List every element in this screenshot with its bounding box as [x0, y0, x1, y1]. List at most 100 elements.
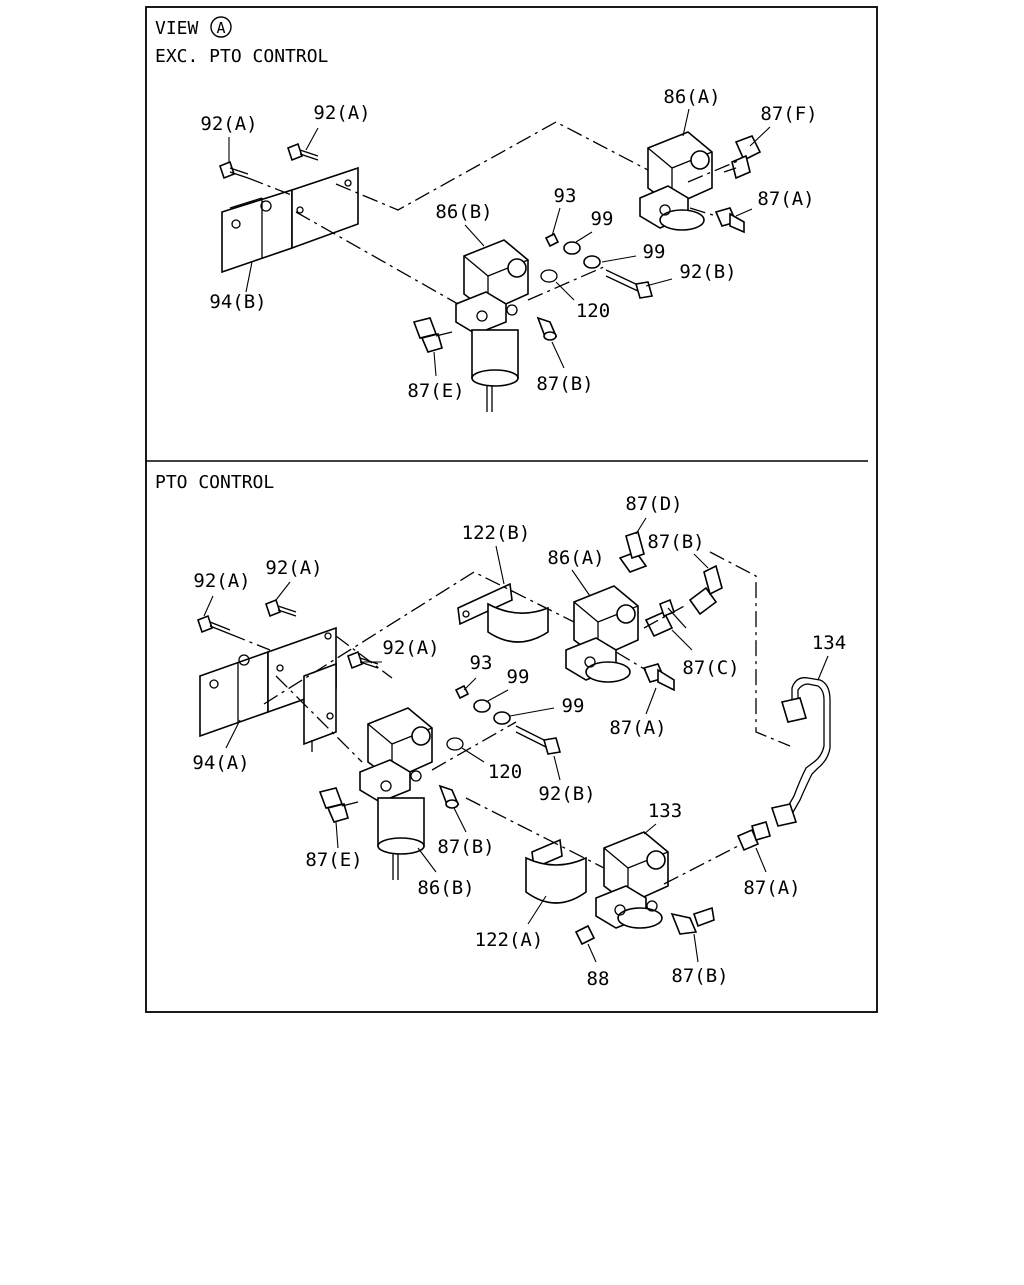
callout-label: 87(B) — [536, 373, 593, 395]
callout-label: 86(A) — [663, 86, 720, 108]
assembly-line-bottom-h — [615, 651, 647, 671]
callout-label: 86(B) — [435, 201, 492, 223]
fitting-87b-bottom-top — [688, 564, 723, 616]
callout-label: 86(B) — [417, 877, 474, 899]
plug-88 — [574, 924, 596, 946]
callout-label: 94(B) — [209, 291, 266, 313]
callout-label: 87(B) — [671, 965, 728, 987]
assembly-line-top-d — [527, 265, 607, 301]
callout-label: 86(A) — [547, 547, 604, 569]
fitting-87a-low — [736, 821, 771, 852]
bottom-labels: 87(D) 122(B) 87(B) 86(A) 92(A) 92(A) 92(… — [192, 493, 846, 990]
valve-86b-top — [455, 239, 529, 412]
assembly-line-bottom-j — [643, 603, 689, 629]
fitting-87e-top — [412, 317, 453, 353]
fitting-87b-bottom-mid — [438, 784, 460, 809]
callout-label: 87(E) — [305, 849, 362, 871]
nut-93-top — [544, 232, 560, 248]
callout-label: 99 — [507, 666, 530, 688]
assembly-line-bottom-f — [465, 797, 605, 869]
callout-label: 120 — [488, 761, 522, 783]
callout-label: 87(E) — [407, 380, 464, 402]
callout-label: 87(F) — [760, 103, 817, 125]
strap-122a — [525, 838, 587, 904]
mount-plate — [303, 662, 337, 752]
callout-label: 87(B) — [647, 531, 704, 553]
callout-label: 99 — [591, 208, 614, 230]
valve-86b-bottom — [359, 707, 433, 880]
callout-label: 92(A) — [382, 637, 439, 659]
valve-86a-bottom — [565, 585, 639, 683]
bolt-92b-bottom — [515, 725, 562, 755]
washer-99-top-a — [563, 241, 581, 255]
bolt-92a-bottom-left — [197, 614, 231, 635]
assembly-line-bottom-c — [335, 635, 393, 679]
callout-label: 133 — [648, 800, 682, 822]
strap-122b — [457, 582, 549, 643]
top-leaders — [228, 108, 771, 377]
callout-label: 87(D) — [625, 493, 682, 515]
callout-label: 87(A) — [743, 877, 800, 899]
callout-label: 92(A) — [200, 113, 257, 135]
fitting-87b-top — [536, 316, 558, 341]
assembly-line-bottom-a — [263, 571, 575, 705]
washer-99-bottom-a — [473, 699, 491, 713]
assembly-line-bottom-b — [275, 675, 363, 763]
callout-label: 122(A) — [475, 929, 544, 951]
assembly-line-bottom-i — [709, 551, 791, 747]
callout-label: 93 — [470, 652, 493, 674]
callout-label: 122(B) — [462, 522, 531, 544]
callout-label: 88 — [587, 968, 610, 990]
bolt-92a-bottom-mid — [265, 598, 297, 618]
callout-label: 87(A) — [757, 188, 814, 210]
assembly-line-top-e — [687, 159, 741, 183]
valve-133 — [595, 831, 669, 929]
callout-label: 92(A) — [265, 557, 322, 579]
assembly-line-bottom-g — [663, 845, 739, 885]
diagram-frame — [145, 6, 878, 1013]
top-labels: 92(A) 92(A) 86(A) 87(F) 87(A) 93 99 99 8… — [200, 86, 817, 402]
callout-label: 92(A) — [193, 570, 250, 592]
oring-120-bottom — [446, 737, 464, 751]
callout-label: 92(A) — [313, 102, 370, 124]
callout-label: 99 — [562, 695, 585, 717]
assembly-line-top-b — [295, 211, 459, 305]
fitting-87e-bottom — [318, 787, 359, 823]
assembly-line-top-a — [335, 121, 649, 211]
assembly-line-top-f — [689, 207, 717, 217]
assembly-line-bottom-d — [431, 721, 517, 771]
callout-label: 94(A) — [192, 752, 249, 774]
section-heading-exc-pto-control: EXC. PTO CONTROL — [155, 46, 329, 67]
callout-label: 92(B) — [538, 783, 595, 805]
valve-86a — [639, 131, 713, 231]
callout-label: 134 — [812, 632, 846, 654]
bottom-assembly — [197, 530, 831, 946]
fitting-87b-bottom-low — [670, 906, 715, 935]
callout-label: 99 — [643, 241, 666, 263]
callout-label: 120 — [576, 300, 610, 322]
bracket-94b — [221, 166, 359, 274]
bolt-92a-bottom-right — [347, 650, 379, 670]
view-title: VIEW — [155, 18, 199, 39]
callout-label: 87(C) — [682, 657, 739, 679]
fitting-87c — [644, 598, 687, 638]
callout-label: 92(B) — [679, 261, 736, 283]
fitting-87a-mid — [642, 663, 675, 692]
bolt-92a-right — [287, 142, 319, 162]
view-marker-circle — [210, 16, 232, 38]
washer-99-bottom-b — [493, 711, 511, 725]
assembly-line-top-c — [247, 177, 295, 197]
fitting-87d — [618, 530, 648, 573]
bolt-92a-left — [219, 160, 249, 180]
washer-99-top-b — [583, 255, 601, 269]
callout-label: 87(B) — [437, 836, 494, 858]
callout-label: 87(A) — [609, 717, 666, 739]
oring-120-top — [540, 269, 558, 283]
top-assembly — [219, 121, 762, 412]
assembly-line-bottom-e — [229, 633, 271, 651]
bolt-92b-top — [605, 269, 654, 299]
bottom-leaders — [203, 517, 829, 963]
pipe-134 — [770, 677, 831, 827]
